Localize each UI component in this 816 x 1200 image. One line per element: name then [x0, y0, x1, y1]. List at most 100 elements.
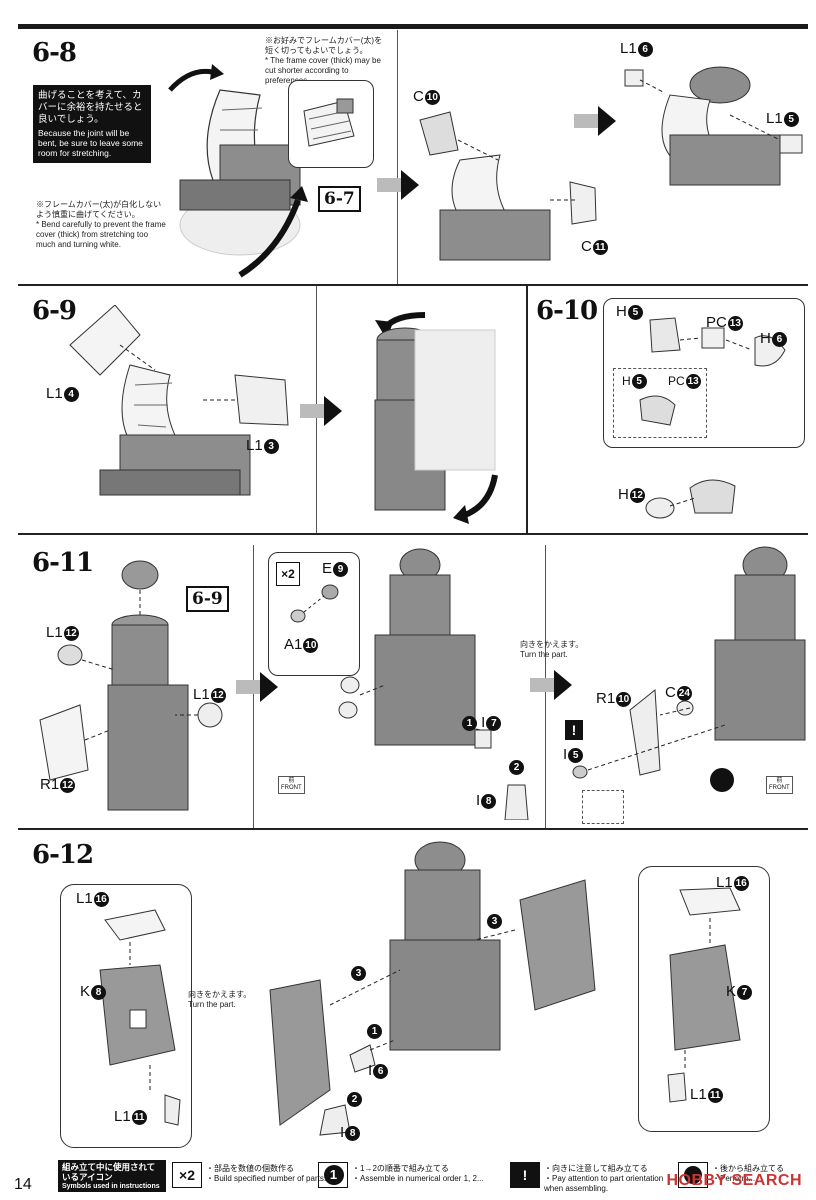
legend-title-en: Symbols used in instructions	[62, 1183, 160, 1190]
flow-arrow	[530, 670, 572, 700]
note-bend: ※フレームカバー(太)が白化しないよう慎重に曲げてください。 * Bend ca…	[36, 200, 166, 250]
watermark: HOBBY SEARCH	[666, 1172, 802, 1189]
cover-part	[419, 111, 459, 156]
flow-arrow	[574, 106, 616, 136]
cover-l13	[234, 374, 289, 426]
step-title: 6-9	[32, 296, 77, 326]
order-badge-2: 2	[346, 1090, 362, 1107]
assembly-illustration	[667, 887, 741, 1103]
note-en: * Bend carefully to prevent the frame co…	[36, 220, 166, 249]
row-divider-1	[18, 284, 808, 286]
cut-cover-icon	[303, 98, 355, 147]
row-divider-2	[18, 533, 808, 535]
step-title: 6-11	[32, 548, 94, 578]
sub-divider	[397, 30, 398, 284]
flow-arrow	[236, 672, 278, 702]
rotate-arrow-bottom	[463, 474, 498, 518]
later-assembly-icon	[678, 1162, 708, 1188]
detail-inset-dashed	[613, 368, 707, 438]
col-divider-610	[526, 286, 528, 533]
top-rule	[18, 24, 808, 29]
legend-title-jp: 組み立て中に使用されているアイコン	[62, 1162, 156, 1182]
flow-arrow	[300, 396, 342, 426]
note-jp: ※お好みでフレームカバー(太)を短く切ってもよいでしょう。	[265, 36, 383, 55]
note-en: * The frame cover (thick) may be cut sho…	[265, 56, 381, 85]
assembly-illustration	[624, 66, 803, 186]
legend-item-later: ・後から組み立てる・Perform...	[678, 1160, 808, 1192]
assembly-illustration	[99, 909, 181, 1126]
assembly-illustration	[168, 64, 308, 278]
step-title: 6-8	[32, 38, 77, 68]
order-badge-3b: 3	[486, 912, 502, 929]
assembly-illustration	[290, 584, 339, 623]
legend-item-multiply: ×2 ・部品を数値の個数作る・Build specified number of…	[172, 1160, 326, 1192]
assembly-illustration	[374, 312, 498, 524]
detail-bubble	[603, 298, 805, 448]
legend-item-order: 1 ・1→2の順番で組み立てる・Assemble in numerical or…	[318, 1160, 504, 1192]
assembly-illustration	[649, 317, 786, 367]
turn-note: 向きをかえます。Turn the part.	[520, 640, 584, 659]
ref-step-box: 6-9	[186, 586, 229, 612]
detail-bubble	[288, 80, 374, 168]
step-title: 6-12	[32, 840, 94, 870]
page-number: 14	[14, 1176, 32, 1193]
orientation-inset	[582, 790, 624, 824]
assembly-illustration	[645, 479, 736, 519]
multiply-icon: ×2	[172, 1162, 202, 1188]
detail-illustration	[639, 395, 676, 426]
order-badge-2: 2	[508, 758, 524, 775]
order-badge-1: 1	[366, 1022, 382, 1039]
flow-arrow	[377, 170, 419, 200]
assembly-illustration	[269, 841, 596, 1136]
note-cut: ※お好みでフレームカバー(太)を短く切ってもよいでしょう。 * The fram…	[265, 36, 385, 86]
note-jp: ※フレームカバー(太)が白化しないよう慎重に曲げてください。	[36, 200, 162, 219]
tip-en: Because the joint will be bent, be sure …	[38, 128, 143, 158]
row-divider-3	[18, 828, 808, 830]
ref-step-box: 6-7	[318, 186, 361, 212]
cover-l14	[69, 305, 141, 376]
caution-icon: !	[565, 720, 583, 740]
turn-note: 向きをかえます。Turn the part.	[188, 990, 252, 1009]
tip-box: 曲げることを考えて、カバーに余裕を持たせると良いでしょう。 Because th…	[33, 85, 151, 163]
bend-arrow-bottom	[238, 198, 301, 278]
assembly-illustration	[39, 560, 223, 811]
times-badge: ×2	[276, 562, 300, 586]
assembly-illustration	[338, 548, 529, 820]
assembly-illustration	[572, 546, 806, 792]
order-icon: 1	[318, 1162, 348, 1188]
order-badge-3a: 3	[350, 964, 366, 981]
tip-jp: 曲げることを考えて、カバーに余裕を持たせると良いでしょう。	[38, 90, 143, 125]
assembly-illustration	[69, 305, 289, 496]
assembly-illustration	[419, 111, 597, 261]
step-title: 6-10	[536, 296, 598, 326]
